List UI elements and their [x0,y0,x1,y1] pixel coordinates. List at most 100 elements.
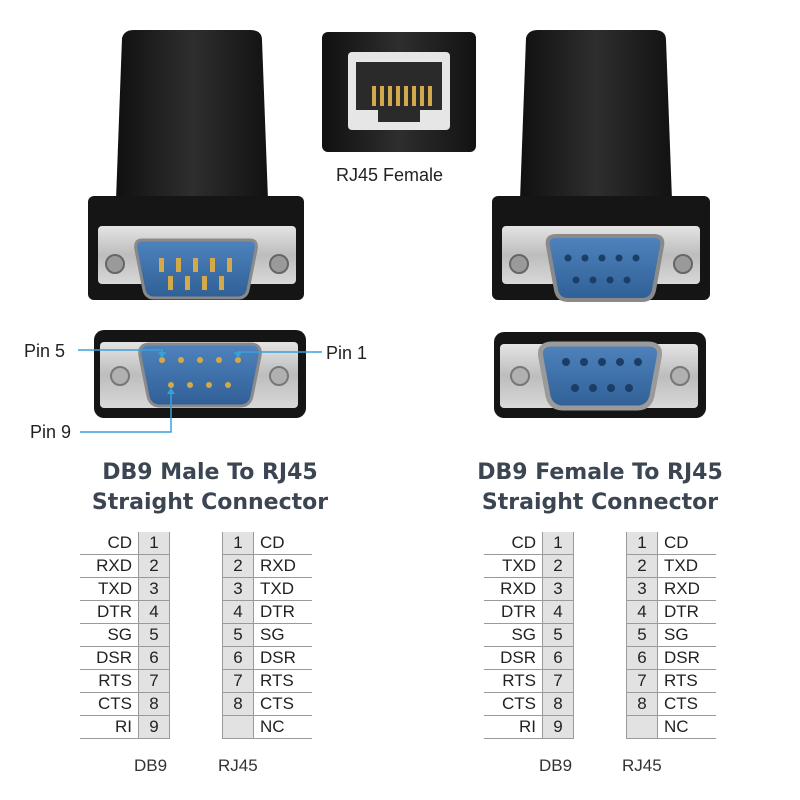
db9-male-adapter-3d [88,30,304,300]
pin-number-cell: 4 [222,600,254,624]
pin-number-cell: 3 [222,577,254,601]
pin-number-cell: 1 [626,532,658,555]
signal-name-cell: RXD [80,554,139,578]
db9-female-front-view [494,332,706,418]
pin-number-cell: 3 [542,577,574,601]
pin-number-cell: 9 [138,715,170,739]
signal-name-cell: DSR [80,646,139,670]
db9-male-front-view [78,330,322,433]
pin-number-cell: 2 [626,554,658,578]
pin-number-cell: 8 [542,692,574,716]
signal-name-cell: NC [657,715,716,739]
signal-name-cell: RTS [80,669,139,693]
male-section-title: DB9 Male To RJ45 Straight Connector [60,458,360,518]
male-title-line1: DB9 Male To RJ45 [102,460,318,485]
pin-number-cell: 9 [542,715,574,739]
pin-number-cell: 7 [626,669,658,693]
pin5-label: Pin 5 [24,341,66,361]
signal-name-cell: DTR [484,600,543,624]
pin-number-cell: 4 [138,600,170,624]
pin-number-cell [626,715,658,739]
table-row: NC [626,715,716,739]
female-db9-footer: DB9 [539,756,573,775]
db9-female-adapter-3d [492,30,710,302]
pin-number-cell: 2 [138,554,170,578]
pin-number-cell: 6 [626,646,658,670]
signal-name-cell: TXD [253,577,312,601]
signal-name-cell: DSR [657,646,716,670]
pin-number-cell: 1 [542,532,574,555]
pin-number-cell: 4 [542,600,574,624]
signal-name-cell: DSR [253,646,312,670]
pin-number-cell: 8 [222,692,254,716]
signal-name-cell: CTS [253,692,312,716]
pin-number-cell: 3 [138,577,170,601]
male-db9-footer: DB9 [134,756,168,775]
pin-number-cell: 1 [222,532,254,555]
rj45-female-jack [322,32,476,152]
pin-number-cell: 2 [542,554,574,578]
pin-number-cell: 7 [542,669,574,693]
pin-number-cell: 6 [542,646,574,670]
signal-name-cell: RI [484,715,543,739]
signal-name-cell: DSR [484,646,543,670]
signal-name-cell: CTS [80,692,139,716]
signal-name-cell: NC [253,715,312,739]
female-title-line1: DB9 Female To RJ45 [477,460,723,485]
pin-number-cell: 5 [138,623,170,647]
signal-name-cell: CTS [657,692,716,716]
pin-number-cell: 2 [222,554,254,578]
rj45-female-label: RJ45 Female [336,165,444,185]
signal-name-cell: DTR [80,600,139,624]
signal-name-cell: SG [80,623,139,647]
pin-number-cell: 3 [626,577,658,601]
signal-name-cell: RXD [657,577,716,601]
signal-name-cell: CD [253,532,312,555]
signal-name-cell: CTS [484,692,543,716]
signal-name-cell: RXD [484,577,543,601]
pin-number-cell: 6 [138,646,170,670]
signal-name-cell: RTS [484,669,543,693]
signal-name-cell: TXD [484,554,543,578]
signal-name-cell: RXD [253,554,312,578]
product-illustration [78,30,710,433]
pin-number-cell: 7 [138,669,170,693]
signal-name-cell: SG [484,623,543,647]
pin-number-cell: 1 [138,532,170,555]
signal-name-cell: DTR [657,600,716,624]
pin1-label: Pin 1 [326,343,368,363]
signal-name-cell: DTR [253,600,312,624]
pin-number-cell: 8 [626,692,658,716]
